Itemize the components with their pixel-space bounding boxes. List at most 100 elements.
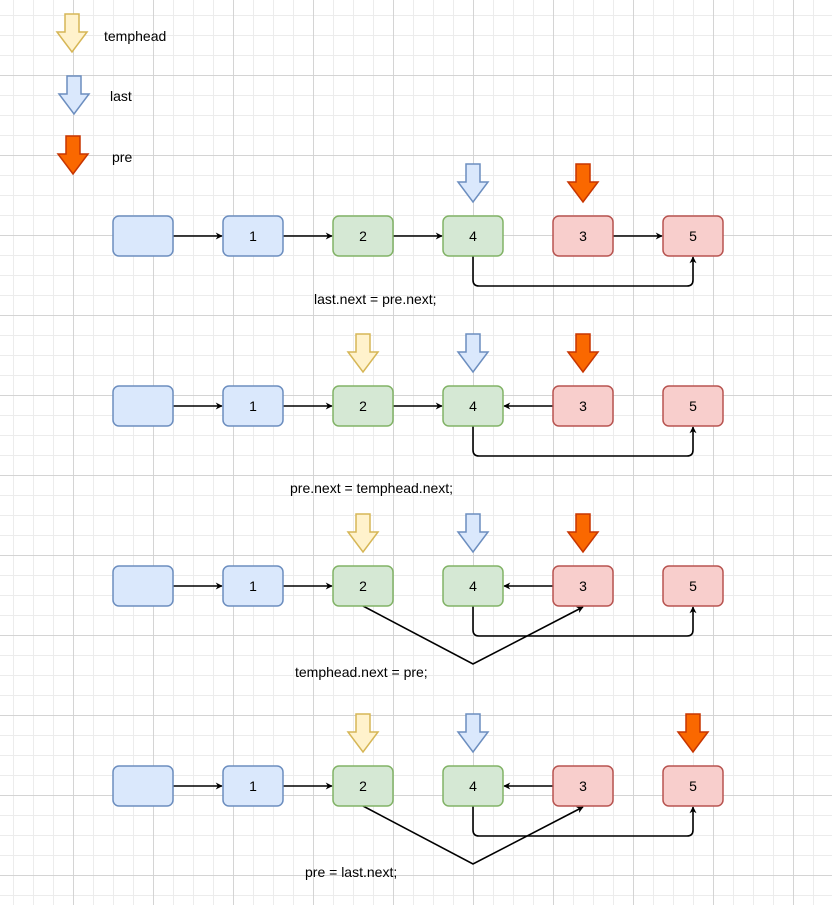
last-pointer-arrow-icon bbox=[456, 513, 490, 554]
node-2: 2 bbox=[332, 765, 394, 807]
node-4: 4 bbox=[442, 565, 504, 607]
pre-pointer-arrow-icon bbox=[566, 513, 600, 554]
node-box bbox=[552, 765, 614, 807]
pre-pointer-arrow-icon bbox=[676, 713, 710, 754]
edge-n4-to-n5 bbox=[472, 806, 697, 837]
edge-n4-to-n5 bbox=[472, 606, 697, 637]
node-label: 4 bbox=[469, 778, 477, 794]
node-4: 4 bbox=[442, 765, 504, 807]
node-label: 2 bbox=[359, 228, 367, 244]
last-pointer-arrow-icon bbox=[456, 333, 490, 374]
node-label: 5 bbox=[689, 578, 697, 594]
node-label: 2 bbox=[359, 398, 367, 414]
node-box bbox=[112, 565, 174, 607]
node-label: 3 bbox=[579, 398, 587, 414]
node-temphead-dummy bbox=[112, 215, 174, 257]
node-2: 2 bbox=[332, 215, 394, 257]
node-5: 5 bbox=[662, 765, 724, 807]
node-3: 3 bbox=[552, 215, 614, 257]
node-3: 3 bbox=[552, 385, 614, 427]
node-label: 4 bbox=[469, 578, 477, 594]
legend-label-last: last bbox=[110, 88, 132, 104]
node-4: 4 bbox=[442, 215, 504, 257]
node-label: 4 bbox=[469, 228, 477, 244]
node-label: 3 bbox=[579, 578, 587, 594]
step-3: 1 2 4 3 5 bbox=[112, 513, 724, 665]
step-4-caption: pre = last.next; bbox=[305, 864, 398, 880]
edge-n4-to-n5 bbox=[472, 256, 697, 287]
node-box bbox=[112, 215, 174, 257]
node-2: 2 bbox=[332, 385, 394, 427]
node-5: 5 bbox=[662, 565, 724, 607]
node-box bbox=[222, 565, 284, 607]
temphead-pointer-arrow-icon bbox=[346, 333, 380, 374]
node-1: 1 bbox=[222, 215, 284, 257]
node-box bbox=[662, 215, 724, 257]
node-box bbox=[552, 385, 614, 427]
step-2: 1 2 4 3 5 bbox=[112, 333, 724, 457]
node-2: 2 bbox=[332, 565, 394, 607]
last-pointer-arrow-icon bbox=[456, 713, 490, 754]
node-1: 1 bbox=[222, 385, 284, 427]
pre-pointer-arrow-icon bbox=[566, 333, 600, 374]
node-label: 3 bbox=[579, 778, 587, 794]
node-box bbox=[442, 215, 504, 257]
node-box bbox=[442, 765, 504, 807]
legend-pre-arrow-icon bbox=[56, 135, 90, 176]
node-box bbox=[332, 215, 394, 257]
node-label: 2 bbox=[359, 578, 367, 594]
node-box bbox=[222, 385, 284, 427]
step-1: 1 2 4 3 5 bbox=[112, 163, 724, 287]
step-3-caption: temphead.next = pre; bbox=[295, 664, 428, 680]
legend-label-pre: pre bbox=[112, 149, 133, 165]
node-label: 4 bbox=[469, 398, 477, 414]
node-label: 5 bbox=[689, 398, 697, 414]
node-box bbox=[442, 385, 504, 427]
node-temphead-dummy bbox=[112, 765, 174, 807]
temphead-pointer-arrow-icon bbox=[346, 513, 380, 554]
node-box bbox=[662, 385, 724, 427]
node-box bbox=[662, 765, 724, 807]
node-label: 1 bbox=[249, 398, 257, 414]
legend-temphead-arrow-icon bbox=[55, 13, 89, 54]
node-5: 5 bbox=[662, 385, 724, 427]
node-label: 5 bbox=[689, 778, 697, 794]
step-2-caption: pre.next = temphead.next; bbox=[290, 480, 454, 496]
node-box bbox=[222, 215, 284, 257]
node-box bbox=[332, 385, 394, 427]
node-box bbox=[662, 565, 724, 607]
edge-n2-to-n3 bbox=[362, 605, 584, 665]
node-box bbox=[442, 565, 504, 607]
edge-n4-to-n5 bbox=[472, 426, 697, 457]
node-label: 1 bbox=[249, 578, 257, 594]
node-box bbox=[112, 385, 174, 427]
node-box bbox=[332, 565, 394, 607]
legend-label-temphead: temphead bbox=[104, 28, 167, 44]
node-label: 1 bbox=[249, 778, 257, 794]
node-temphead-dummy bbox=[112, 385, 174, 427]
node-box bbox=[112, 765, 174, 807]
node-temphead-dummy bbox=[112, 565, 174, 607]
node-5: 5 bbox=[662, 215, 724, 257]
edge-n2-to-n3 bbox=[362, 805, 584, 865]
node-3: 3 bbox=[552, 565, 614, 607]
pre-pointer-arrow-icon bbox=[566, 163, 600, 204]
step-1-caption: last.next = pre.next; bbox=[314, 291, 437, 307]
step-4: 1 2 4 3 5 bbox=[112, 713, 724, 865]
node-box bbox=[552, 565, 614, 607]
node-4: 4 bbox=[442, 385, 504, 427]
node-1: 1 bbox=[222, 565, 284, 607]
legend bbox=[55, 13, 91, 176]
temphead-pointer-arrow-icon bbox=[346, 713, 380, 754]
steps: 1 2 4 3 5 1 2 4 3 5 1 2 4 3 5 1 2 4 3 5 bbox=[112, 163, 724, 865]
node-box bbox=[552, 215, 614, 257]
node-label: 3 bbox=[579, 228, 587, 244]
node-1: 1 bbox=[222, 765, 284, 807]
node-box bbox=[332, 765, 394, 807]
legend-last-arrow-icon bbox=[57, 75, 91, 116]
node-label: 2 bbox=[359, 778, 367, 794]
node-box bbox=[222, 765, 284, 807]
last-pointer-arrow-icon bbox=[456, 163, 490, 204]
node-3: 3 bbox=[552, 765, 614, 807]
